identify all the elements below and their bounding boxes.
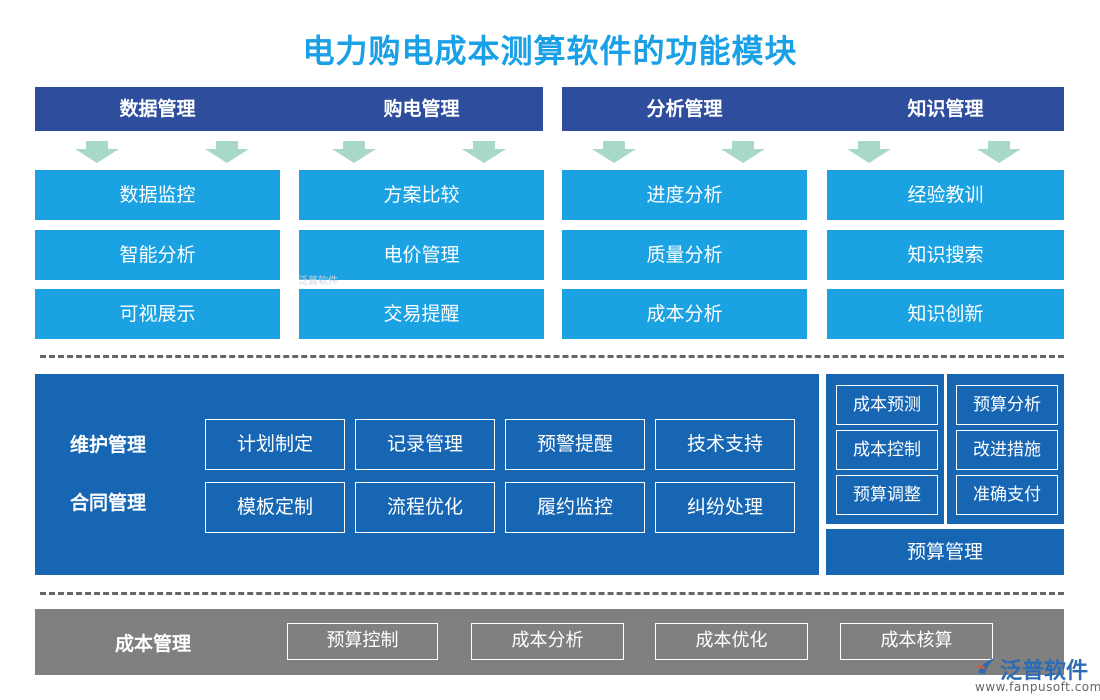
budget-box: 预算分析 <box>956 385 1058 425</box>
module-cell: 经验教训 <box>827 170 1064 220</box>
brand-url: www.fanpusoft.com <box>975 680 1100 694</box>
header-knowledge-management: 知识管理 <box>907 98 984 120</box>
module-cell: 数据监控 <box>35 170 280 220</box>
page-title: 电力购电成本测算软件的功能模块 <box>302 32 798 70</box>
cost-management-label: 成本管理 <box>115 633 192 655</box>
arrow-down-icon <box>592 141 636 163</box>
module-cell: 成本分析 <box>562 289 807 339</box>
header-bar-right <box>562 87 1064 131</box>
module-cell: 交易提醒 <box>299 289 544 339</box>
module-box: 计划制定 <box>205 419 345 470</box>
header-power-purchase-management: 购电管理 <box>383 98 460 120</box>
budget-panel-left <box>826 374 944 524</box>
arrow-down-icon <box>721 141 765 163</box>
dashed-divider <box>40 592 1064 595</box>
module-box: 流程优化 <box>355 482 495 533</box>
module-cell: 进度分析 <box>562 170 807 220</box>
arrow-down-icon <box>332 141 376 163</box>
watermark: 泛普软件 <box>298 276 338 287</box>
module-box: 技术支持 <box>655 419 795 470</box>
contract-management-label: 合同管理 <box>70 492 147 514</box>
arrow-down-icon <box>462 141 506 163</box>
module-box: 纠纷处理 <box>655 482 795 533</box>
middle-panel <box>35 374 819 575</box>
arrow-down-icon <box>75 141 119 163</box>
budget-management-bar <box>826 529 1064 575</box>
budget-box: 改进措施 <box>956 430 1058 470</box>
budget-box: 成本控制 <box>836 430 938 470</box>
cost-box: 预算控制 <box>287 623 438 660</box>
cost-box: 成本核算 <box>840 623 993 660</box>
cost-box: 成本分析 <box>471 623 624 660</box>
header-bar-left <box>35 87 543 131</box>
module-cell: 方案比较 <box>299 170 544 220</box>
arrow-down-icon <box>205 141 249 163</box>
cost-management-panel <box>35 609 1064 675</box>
budget-management-label: 预算管理 <box>906 541 983 563</box>
module-box: 预警提醒 <box>505 419 645 470</box>
module-cell: 可视展示 <box>35 289 280 339</box>
header-data-management: 数据管理 <box>119 98 196 120</box>
budget-box: 预算调整 <box>836 475 938 515</box>
maintenance-management-label: 维护管理 <box>70 434 147 456</box>
brand-name: 泛普软件 <box>1000 659 1089 684</box>
budget-box: 准确支付 <box>956 475 1058 515</box>
module-box: 模板定制 <box>205 482 345 533</box>
dashed-divider <box>40 355 1064 358</box>
header-analysis-management: 分析管理 <box>646 98 723 120</box>
module-box: 履约监控 <box>505 482 645 533</box>
arrow-down-icon <box>847 141 891 163</box>
module-cell: 质量分析 <box>562 230 807 280</box>
cost-box: 成本优化 <box>655 623 808 660</box>
module-cell: 智能分析 <box>35 230 280 280</box>
module-cell: 知识创新 <box>827 289 1064 339</box>
module-cell: 知识搜索 <box>827 230 1064 280</box>
module-cell: 电价管理 <box>299 230 544 280</box>
module-box: 记录管理 <box>355 419 495 470</box>
fanpu-logo-icon <box>975 655 997 677</box>
arrow-down-icon <box>977 141 1021 163</box>
budget-panel-right <box>947 374 1064 524</box>
budget-box: 成本预测 <box>836 385 938 425</box>
